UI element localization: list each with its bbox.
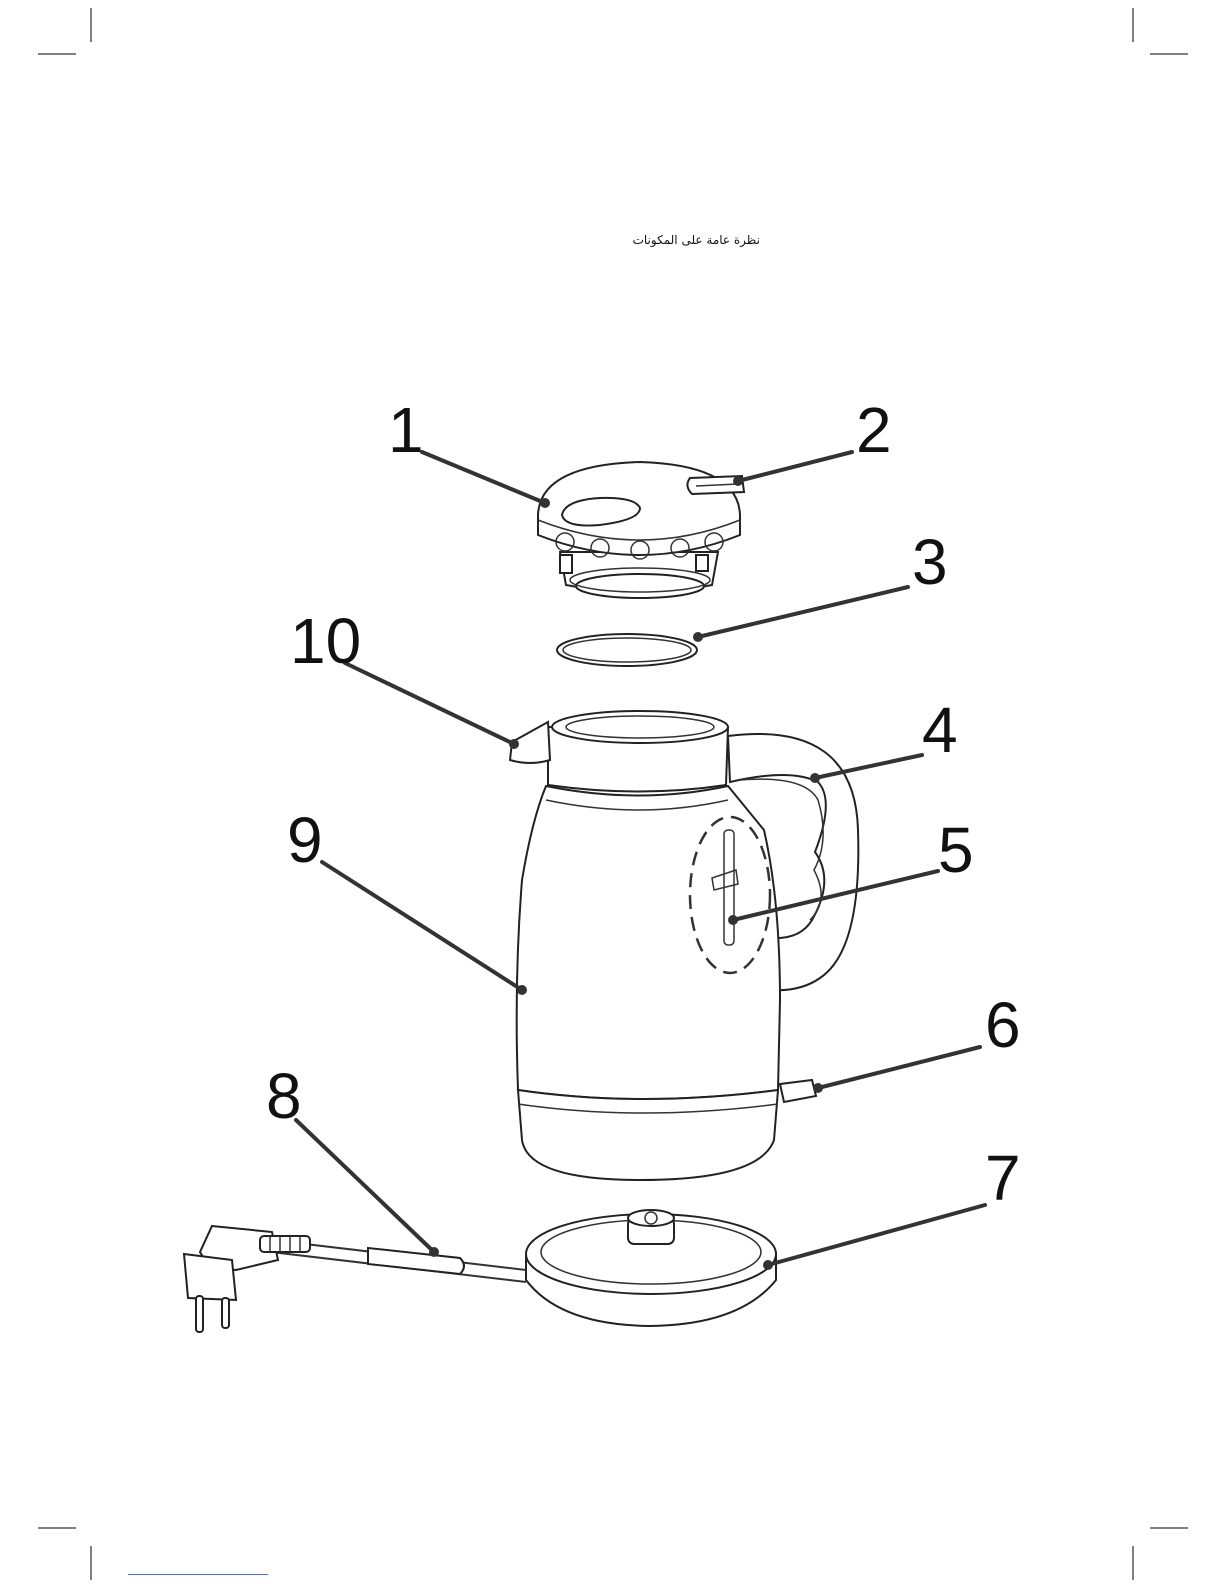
callout-6: 6 <box>985 989 1021 1061</box>
kettle-body <box>510 711 858 1180</box>
callout-7: 7 <box>985 1142 1021 1214</box>
callout-3: 3 <box>912 526 948 598</box>
callout-1: 1 <box>388 394 424 466</box>
callout-8: 8 <box>266 1060 302 1132</box>
callout-5: 5 <box>938 814 974 886</box>
footer-link-underline <box>128 1574 268 1575</box>
filter-ring <box>557 634 697 666</box>
callout-2: 2 <box>856 394 892 466</box>
callout-4: 4 <box>922 694 958 766</box>
power-base <box>526 1210 776 1326</box>
callout-10: 10 <box>290 605 361 677</box>
callout-9: 9 <box>287 804 323 876</box>
power-cord <box>184 1226 526 1332</box>
